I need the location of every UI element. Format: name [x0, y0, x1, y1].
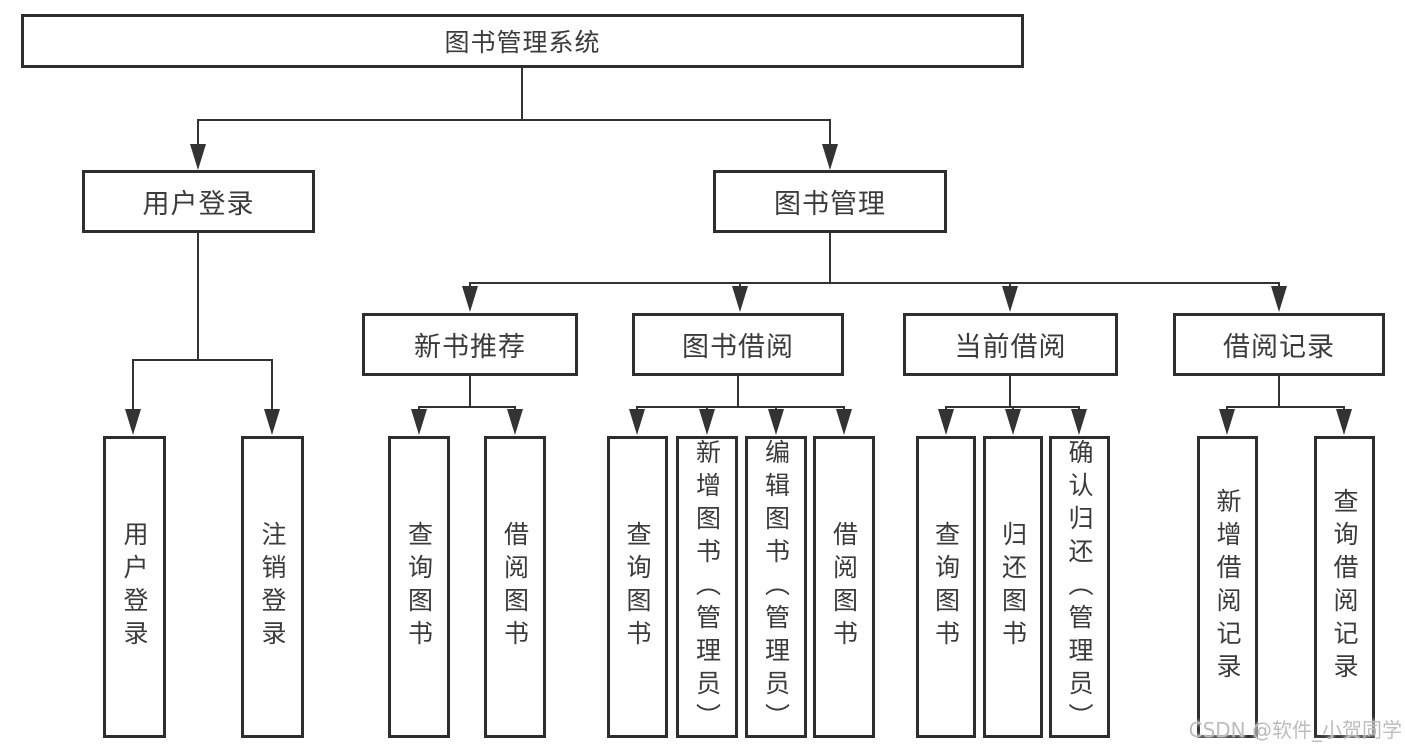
node-library-management-system: 图书管理系统 — [21, 14, 1024, 68]
csdn-watermark: CSDN @软件_小贺同学 — [1188, 718, 1402, 742]
leaf-label: 查询借阅记录 — [1330, 488, 1359, 686]
leaf-label: 注销登录 — [258, 521, 287, 653]
leaf-label: 归还图书 — [998, 521, 1028, 653]
node-query-books-recommend: 查询图书 — [388, 436, 450, 738]
node-query-borrow-record: 查询借阅记录 — [1314, 436, 1375, 738]
node-query-books-borrow: 查询图书 — [607, 436, 668, 738]
node-user-login-leaf: 用户登录 — [103, 436, 166, 738]
node-add-borrow-record: 新增借阅记录 — [1197, 436, 1258, 738]
leaf-label: 查询图书 — [623, 521, 652, 653]
node-confirm-return-admin: 确认归还（管理员） — [1049, 436, 1110, 738]
node-logout-leaf: 注销登录 — [241, 436, 304, 738]
node-new-book-recommend: 新书推荐 — [362, 313, 578, 376]
node-borrow-books-recommend: 借阅图书 — [484, 436, 546, 738]
leaf-label: 查询图书 — [404, 521, 434, 653]
node-borrow-record: 借阅记录 — [1173, 313, 1385, 376]
leaf-label: 借阅图书 — [500, 521, 530, 653]
leaf-label: 编辑图书（管理员） — [761, 438, 791, 736]
node-query-books-current: 查询图书 — [916, 436, 976, 738]
leaf-label: 用户登录 — [120, 521, 149, 653]
leaf-label: 确认归还（管理员） — [1065, 438, 1094, 736]
node-edit-book-admin: 编辑图书（管理员） — [745, 436, 807, 738]
node-book-borrow: 图书借阅 — [632, 313, 844, 376]
leaf-label: 借阅图书 — [829, 521, 859, 653]
leaf-label: 新增图书（管理员） — [692, 438, 722, 736]
node-book-management: 图书管理 — [713, 170, 947, 233]
node-return-book: 归还图书 — [983, 436, 1043, 738]
node-add-book-admin: 新增图书（管理员） — [676, 436, 738, 738]
node-user-login: 用户登录 — [82, 170, 315, 233]
leaf-label: 查询图书 — [931, 521, 961, 653]
node-current-borrow: 当前借阅 — [903, 313, 1118, 376]
leaf-label: 新增借阅记录 — [1213, 488, 1242, 686]
node-borrow-books-leaf: 借阅图书 — [813, 436, 875, 738]
arrowheads — [125, 144, 1352, 435]
